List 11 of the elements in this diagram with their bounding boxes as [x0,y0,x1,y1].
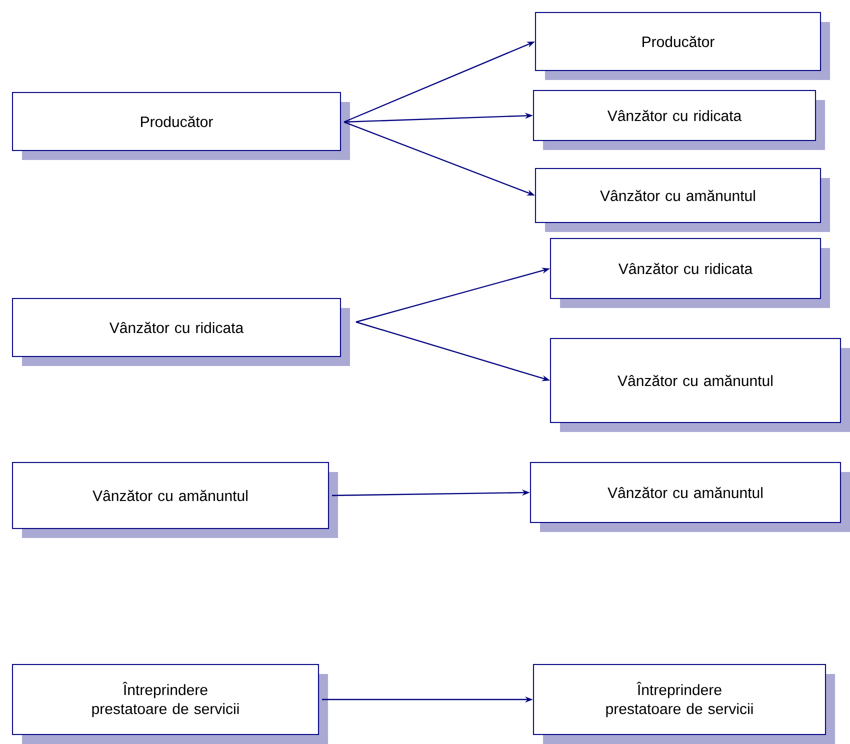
process-box: Vânzător cu ridicata [550,238,830,308]
process-box: Producător [12,92,350,160]
process-box: Vânzător cu ridicata [12,298,350,366]
process-box: Întreprindere prestatoare de servicii [533,664,836,744]
process-box: Întreprindere prestatoare de servicii [12,664,328,744]
process-box: Producător [535,12,830,80]
process-box: Vânzător cu amănuntul [535,168,830,232]
process-box: Vânzător cu ridicata [533,90,826,150]
process-box: Vânzător cu amănuntul [530,462,850,532]
process-box: Vânzător cu amănuntul [550,338,850,432]
process-box: Vânzător cu amănuntul [12,462,338,538]
